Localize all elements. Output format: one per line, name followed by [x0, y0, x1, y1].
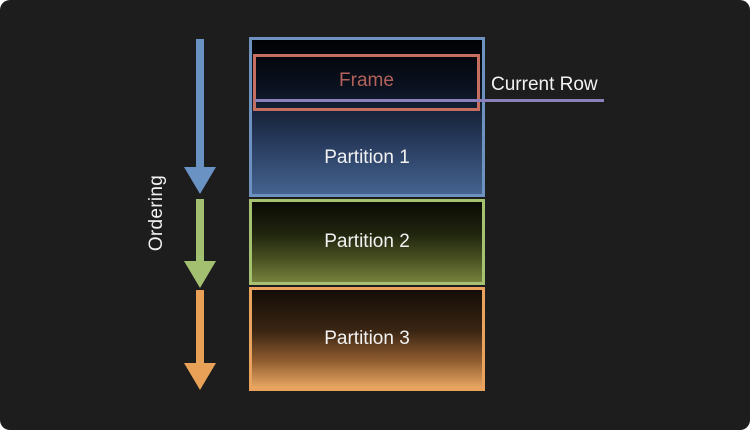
frame-box: Frame [253, 54, 480, 111]
frame-label: Frame [339, 69, 394, 91]
partition-3-label: Partition 3 [324, 328, 410, 349]
partition-stack: Frame Partition 1 Partition 2 Partition … [249, 37, 485, 391]
ordering-axis-label: Ordering [146, 174, 167, 252]
arrow-head-down-icon [184, 167, 216, 194]
partition-1-label: Partition 1 [324, 147, 410, 168]
partition-2-box: Partition 2 [249, 199, 485, 285]
current-row-pointer-line [255, 99, 604, 102]
arrow-shaft [196, 39, 204, 167]
partition-2-label: Partition 2 [324, 231, 410, 252]
arrow-shaft [196, 199, 204, 261]
arrow-head-down-icon [184, 363, 216, 390]
arrow-head-down-icon [184, 261, 216, 288]
arrow-shaft [196, 290, 204, 363]
current-row-label: Current Row [491, 74, 598, 95]
partition-3-box: Partition 3 [249, 287, 485, 391]
partition-1-box: Frame Partition 1 [249, 37, 485, 197]
